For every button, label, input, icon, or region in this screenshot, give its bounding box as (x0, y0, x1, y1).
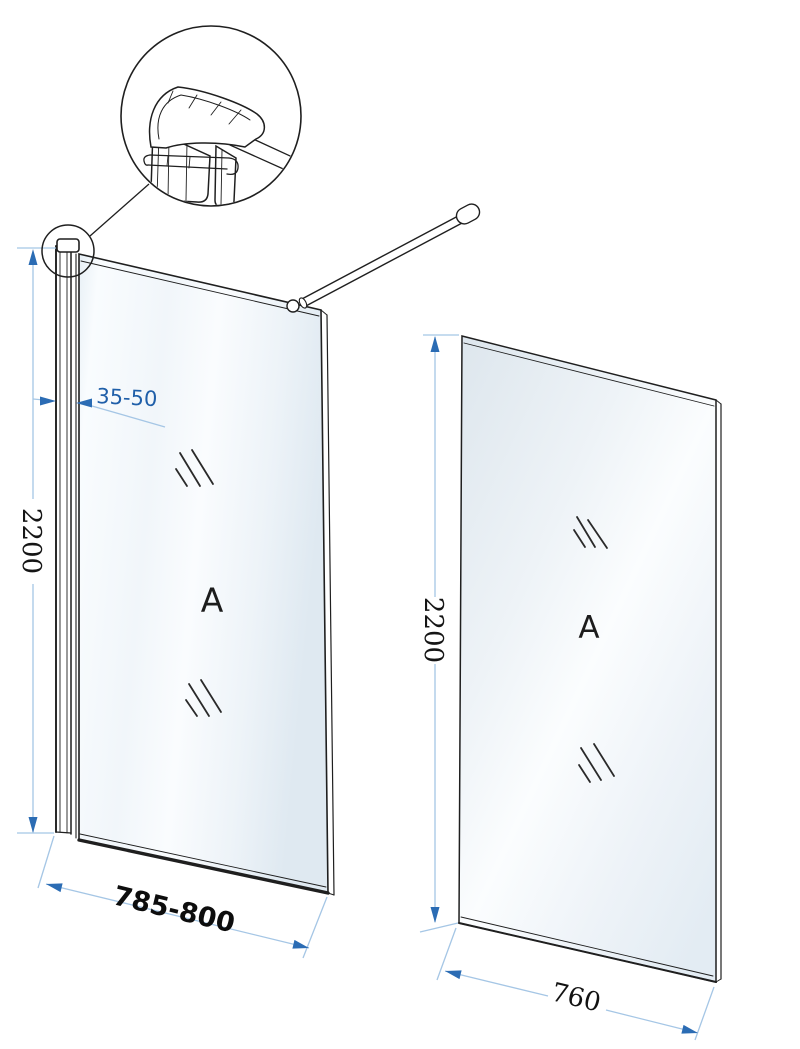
callout-source-circle (41, 224, 95, 278)
arrowhead-down (28, 817, 38, 833)
support-bar-glass-connector (286, 299, 300, 313)
arrowhead-down (430, 907, 440, 923)
glass-panel-right-surface (458, 335, 717, 983)
dimension-profile-adjustment: 35-50 (32, 384, 166, 428)
arrowhead-up (430, 336, 440, 352)
arrowhead-left (445, 970, 462, 980)
dimension-value-right-height: 2200 (418, 597, 448, 663)
dimension-left-height: 2200 (16, 247, 56, 834)
panel-label-left: A (201, 581, 224, 620)
glass-panel-left (75, 252, 335, 896)
callout-leader-line (89, 183, 150, 237)
wall-profile (55, 245, 72, 835)
arrowhead-left (76, 398, 92, 408)
wall-profile-body (56, 246, 72, 832)
glass-reflection-marks-left (175, 449, 222, 717)
dimension-right-height: 2200 (418, 334, 459, 933)
left-panel-assembly: A (55, 203, 481, 896)
arrowhead-right (681, 1024, 698, 1034)
dimension-value-left-width: 785-800 (110, 881, 238, 940)
arrowhead-right (292, 939, 309, 949)
right-panel: A (458, 335, 722, 983)
glass-panel-left-surface (78, 252, 329, 894)
glass-reflection-marks-right (573, 516, 615, 783)
profile-top-cap (56, 238, 80, 253)
profile-cross-section (143, 86, 300, 205)
bottom-seal-edge (77, 838, 330, 895)
arrowhead-right (40, 396, 56, 406)
arrowhead-up (28, 249, 38, 265)
dimension-value-left-height: 2200 (16, 508, 46, 574)
panel-label-right: A (578, 610, 599, 646)
arrowhead-left (46, 883, 63, 893)
dimension-value-profile-adjustment: 35-50 (96, 384, 158, 411)
dimension-value-right-width: 760 (548, 978, 603, 1019)
support-bar (286, 203, 481, 313)
support-bar-wall-cap (455, 203, 481, 225)
detail-callout (41, 25, 302, 278)
